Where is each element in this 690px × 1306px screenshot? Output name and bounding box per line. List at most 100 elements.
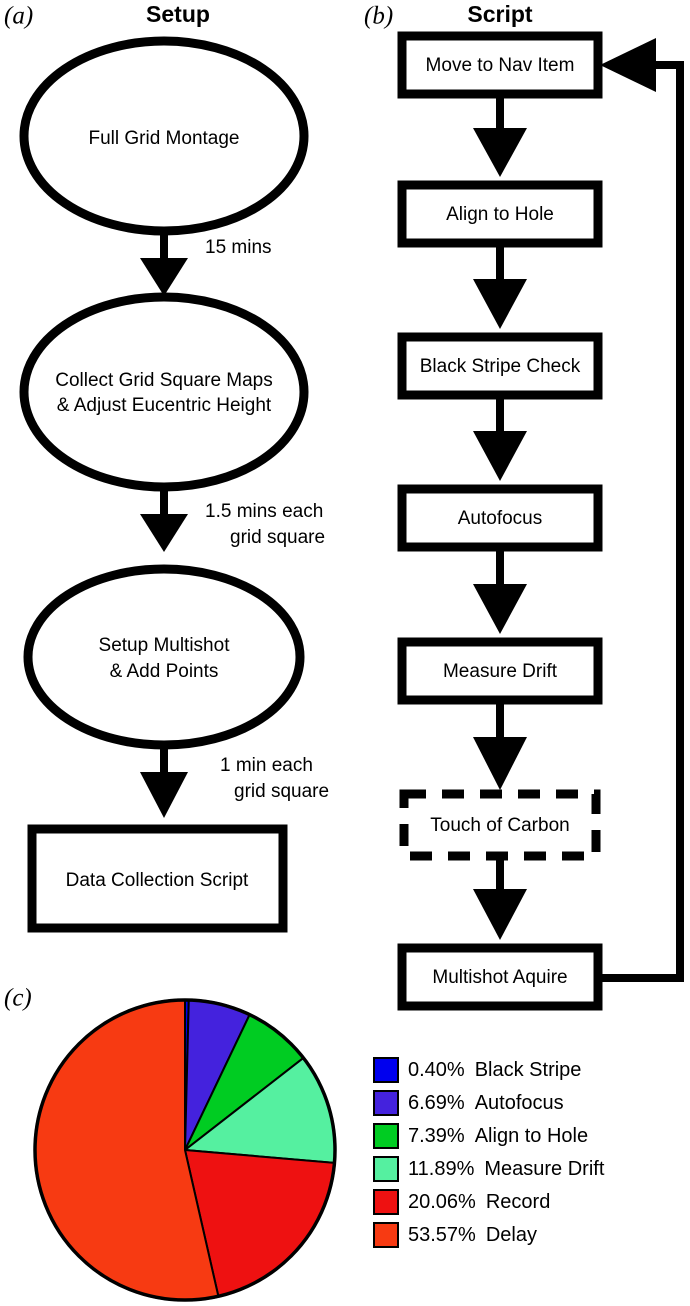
setup-node-data-collection-script[interactable]: Data Collection Script [27,824,288,933]
legend-label-record: 20.06% Record [408,1191,550,1213]
setup-multishot-label-line2: & Add Points [110,661,219,682]
legend-swatch-black-stripe [373,1057,399,1083]
legend-label-black-stripe: 0.40% Black Stripe [408,1059,581,1081]
script-edge-6 [473,856,527,940]
collect-grid-square-maps-label-line1: Collect Grid Square Maps [55,370,273,391]
black-stripe-check-label: Black Stripe Check [420,356,581,377]
script-edge-5 [473,700,527,790]
panel-label-c: (c) [4,985,32,1012]
edge-arrowhead-2 [140,514,188,552]
script-edge-4 [473,547,527,634]
edge-label-15-mins: 15 mins [205,237,272,258]
legend-name-align-to-hole: Align to Hole [475,1125,588,1147]
legend-swatch-record [373,1189,399,1215]
legend-item-record[interactable]: 20.06% Record [373,1189,550,1215]
loop-back-path [598,61,684,982]
legend-value-record: 20.06% [408,1191,476,1213]
legend-value-delay: 53.57% [408,1224,476,1246]
legend-name-autofocus: Autofocus [475,1092,564,1114]
edge-label-1-min-line2: grid square [234,781,329,802]
legend-label-align-to-hole: 7.39% Align to Hole [408,1125,588,1147]
panel-label-a: (a) [4,3,33,30]
setup-node-collect-grid-square-maps[interactable]: Collect Grid Square Maps & Adjust Eucent… [19,292,309,492]
script-edge-arrowhead-5 [473,737,527,790]
script-edge-2 [473,243,527,329]
legend-value-black-stripe: 0.40% [408,1059,465,1081]
measure-drift-label: Measure Drift [443,661,558,682]
legend-name-record: Record [486,1191,550,1213]
legend-item-black-stripe[interactable]: 0.40% Black Stripe [373,1057,581,1083]
loop-back-arrowhead [600,38,656,92]
touch-of-carbon-label: Touch of Carbon [430,815,569,836]
script-node-move-to-nav-item[interactable]: Move to Nav Item [397,31,603,99]
script-node-multishot-aquire[interactable]: Multishot Aquire [397,943,603,1011]
script-edge-arrowhead-1 [473,128,527,177]
script-edge-3 [473,395,527,481]
legend-name-black-stripe: Black Stripe [475,1059,582,1081]
move-to-nav-item-label: Move to Nav Item [426,55,575,76]
data-collection-script-label: Data Collection Script [66,870,249,891]
setup-edge-montage-to-maps: 15 mins [140,231,272,296]
move-to-nav-item-box [397,31,603,99]
legend-label-measure-drift: 11.89% Measure Drift [408,1158,605,1180]
panel-pie-chart: (c) 0.40% Black Stripe 6.69% Autofocus 7.39%… [4,985,605,1302]
legend-item-autofocus[interactable]: 6.69% Autofocus [373,1090,564,1116]
legend-item-delay[interactable]: 53.57% Delay [373,1222,537,1248]
legend-value-measure-drift: 11.89% [408,1158,475,1180]
script-edge-1 [473,94,527,177]
legend-swatch-measure-drift [373,1156,399,1182]
panel-script: (b) Script Move to Nav Item Align to Hol… [364,1,684,1011]
edge-label-1point5-mins-line1: 1.5 mins each [205,501,323,522]
legend-value-align-to-hole: 7.39% [408,1125,465,1147]
setup-multishot-label-line1: Setup Multishot [99,635,231,656]
legend-name-delay: Delay [486,1224,537,1246]
legend-swatch-delay [373,1222,399,1248]
panel-heading-setup: Setup [146,1,210,27]
collect-grid-square-maps-ellipse [19,292,309,492]
script-node-autofocus[interactable]: Autofocus [397,484,603,552]
legend-swatch-autofocus [373,1090,399,1116]
edge-label-1-min-line1: 1 min each [220,755,313,776]
align-to-hole-box [397,180,603,248]
black-stripe-check-box [397,332,603,400]
panel-label-b: (b) [364,3,393,30]
script-node-touch-of-carbon[interactable]: Touch of Carbon [399,789,601,861]
script-loop-back-edge [598,38,684,982]
edge-label-1point5-mins-line2: grid square [230,527,325,548]
data-collection-script-box [27,824,288,933]
edge-arrowhead-1 [140,258,188,296]
multishot-aquire-box [397,943,603,1011]
panel-heading-script: Script [467,1,533,27]
measure-drift-box [397,637,603,705]
setup-edge-maps-to-multishot: 1.5 mins each grid square [140,487,325,552]
edge-arrowhead-3 [140,772,188,818]
legend-name-measure-drift: Measure Drift [484,1158,604,1180]
script-edge-arrowhead-3 [473,431,527,481]
setup-edge-multishot-to-script: 1 min each grid square [140,745,329,818]
legend-label-autofocus: 6.69% Autofocus [408,1092,564,1114]
legend-item-align-to-hole[interactable]: 7.39% Align to Hole [373,1123,588,1149]
legend-item-measure-drift[interactable]: 11.89% Measure Drift [373,1156,605,1182]
align-to-hole-label: Align to Hole [446,204,554,225]
script-edge-arrowhead-4 [473,584,527,634]
pie-rim [33,998,337,1302]
collect-grid-square-maps-label-line2: & Adjust Eucentric Height [57,395,272,416]
script-node-black-stripe-check[interactable]: Black Stripe Check [397,332,603,400]
script-node-align-to-hole[interactable]: Align to Hole [397,180,603,248]
autofocus-label: Autofocus [458,508,543,529]
script-node-measure-drift[interactable]: Measure Drift [397,637,603,705]
panel-setup: (a) Setup Full Grid Montage 15 mins Coll… [4,1,329,933]
legend-swatch-align-to-hole [373,1123,399,1149]
setup-node-full-grid-montage[interactable]: Full Grid Montage [19,36,309,236]
setup-multishot-ellipse [23,564,305,750]
setup-node-setup-multishot[interactable]: Setup Multishot & Add Points [23,564,305,750]
pie-chart-legend: 0.40% Black Stripe 6.69% Autofocus 7.39% Alig… [373,1057,605,1248]
legend-label-delay: 53.57% Delay [408,1224,537,1246]
script-edge-arrowhead-6 [473,889,527,940]
pie-chart[interactable] [33,998,337,1302]
full-grid-montage-label: Full Grid Montage [88,128,239,149]
multishot-aquire-label: Multishot Aquire [432,967,567,988]
legend-value-autofocus: 6.69% [408,1092,465,1114]
